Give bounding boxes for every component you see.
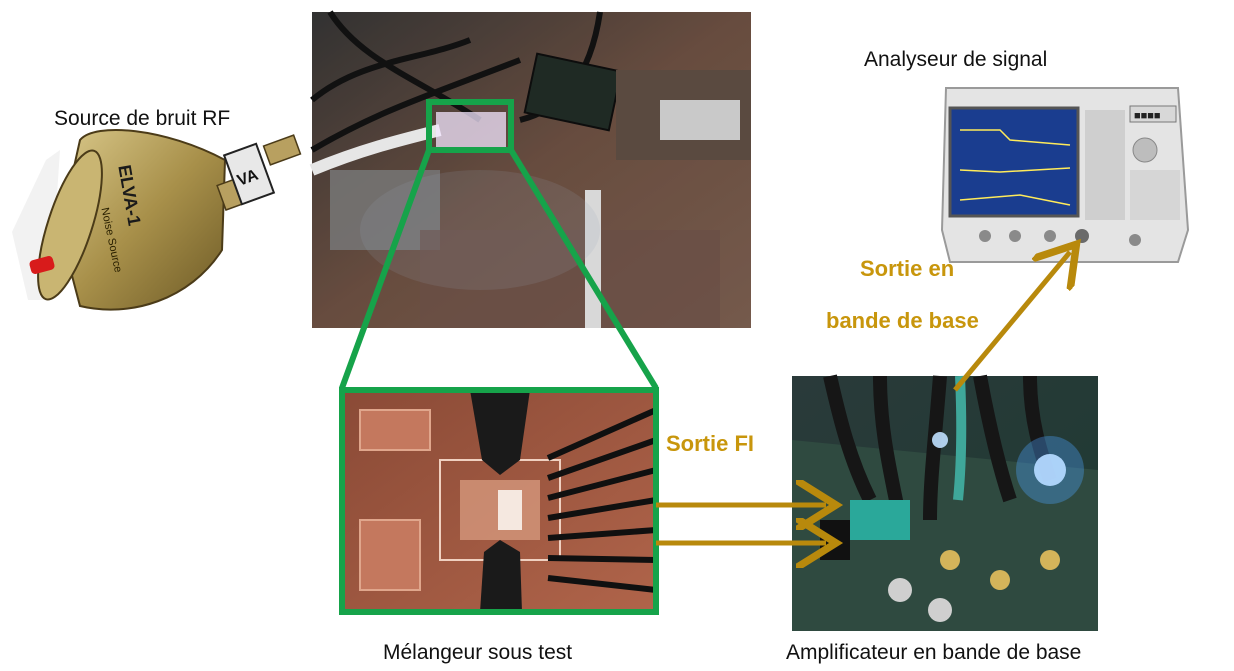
probe-tip-top [470, 390, 530, 475]
mixer-label: Mélangeur sous test [383, 641, 573, 664]
baseband-amplifier-label: Amplificateur en bande de base [786, 641, 1082, 664]
if-output-label: Sortie FI [666, 431, 755, 456]
noise-source-image: VA Noise Source ELVA-1 [12, 128, 302, 311]
baseband-output-label-line1: Sortie en [860, 256, 955, 281]
signal-analyzer-image: ■■■■ [940, 87, 1190, 263]
baseband-output-arrow [953, 252, 1070, 392]
zoom-line-right [508, 148, 659, 390]
mixer-image [339, 387, 659, 615]
signal-analyzer-label: Analyseur de signal [864, 48, 1048, 71]
probe-needles [546, 407, 658, 593]
baseband-output-label-line2: bande de base [826, 308, 979, 333]
probe-tip-bottom [480, 540, 522, 612]
svg-text:VA: VA [235, 166, 261, 189]
zoom-line-left [339, 148, 432, 390]
analyzer-input-port [1075, 229, 1089, 243]
if-output-arrows [656, 505, 826, 543]
probe-station-image [309, 10, 751, 328]
analyzer-screen [948, 106, 1080, 218]
zoom-source-box [426, 99, 514, 153]
mixer-frame [339, 387, 659, 615]
analyzer-display-text: ■■■■ [1134, 110, 1161, 122]
baseband-amplifier-image [792, 374, 1098, 631]
zoom-indicator [339, 99, 659, 390]
noise-source-label: Source de bruit RF [54, 107, 231, 130]
